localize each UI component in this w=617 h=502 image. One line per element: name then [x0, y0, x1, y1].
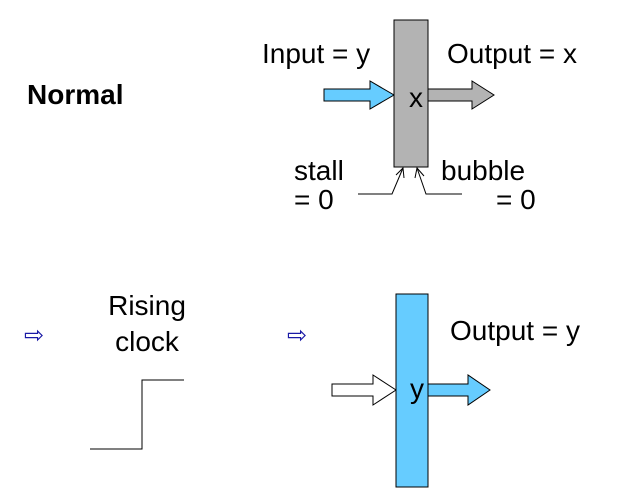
after-register	[395, 293, 429, 488]
normal-title: Normal	[27, 79, 123, 110]
normal-register-value: x	[409, 82, 423, 113]
bubble-control-arrowhead	[414, 166, 425, 179]
normal-register	[393, 19, 429, 168]
clock-label-line1: Rising	[108, 290, 186, 321]
after-output-arrow	[427, 374, 491, 406]
rising-clock-edge	[90, 379, 184, 450]
step-arrow-2: ⇨	[287, 321, 307, 349]
stall-control-line	[358, 167, 404, 195]
normal-output-label: Output = x	[447, 38, 577, 69]
after-output-label: Output = y	[450, 315, 580, 346]
stall-label: stall	[294, 155, 344, 186]
normal-output-arrow	[427, 80, 495, 110]
clock-label-line2: clock	[115, 326, 180, 357]
normal-input-arrow	[323, 80, 395, 110]
stall-value: = 0	[294, 184, 334, 215]
normal-input-label: Input = y	[262, 38, 370, 69]
after-input-arrow	[331, 374, 397, 406]
bubble-value: = 0	[496, 184, 536, 215]
bubble-label: bubble	[441, 155, 525, 186]
step-arrow-1: ⇨	[24, 321, 44, 349]
stall-control-arrowhead	[395, 166, 405, 179]
bubble-control-line	[416, 167, 462, 195]
after-register-value: y	[410, 373, 424, 404]
